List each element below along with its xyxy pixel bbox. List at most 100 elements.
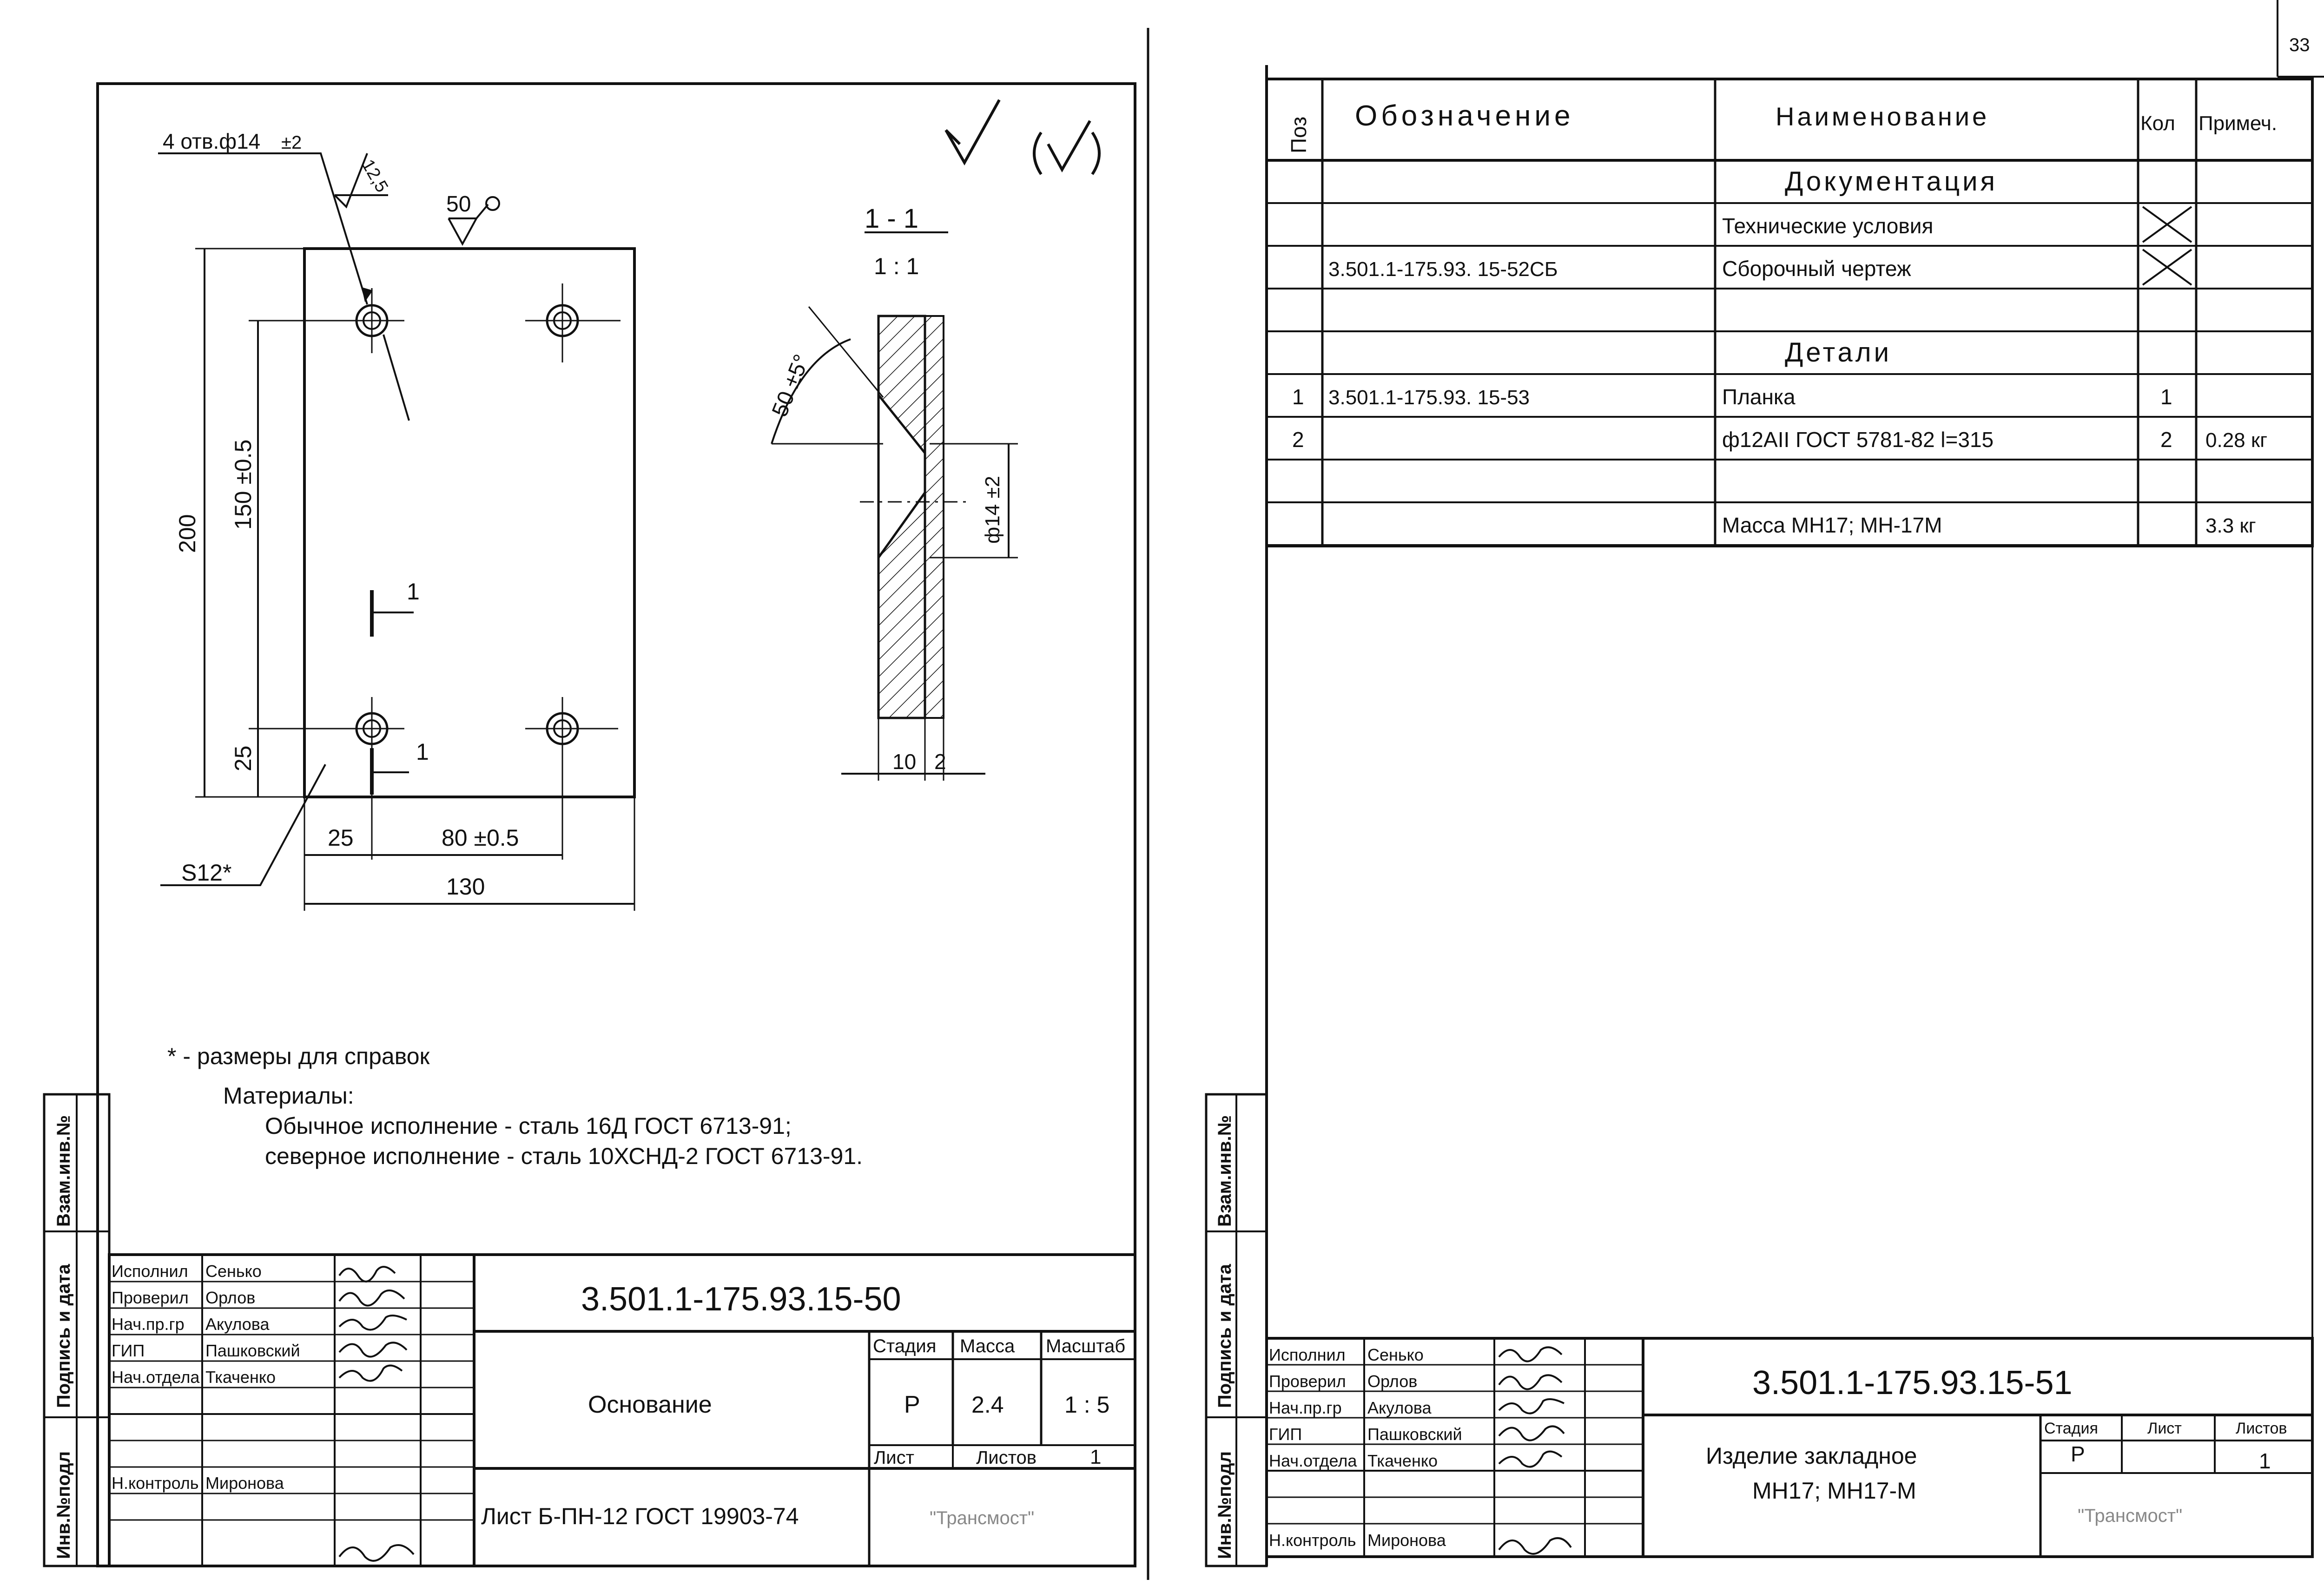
title-role: Нач.отдела bbox=[112, 1368, 200, 1387]
hole-4 bbox=[525, 697, 618, 762]
header-designation: Обозначение bbox=[1355, 100, 1574, 132]
right-margin-inv-label: Инв.№подл bbox=[1215, 1451, 1235, 1559]
materials-line-2: северное исполнение - сталь 10ХСНД-2 ГОС… bbox=[265, 1143, 863, 1169]
spec-cell-name: Детали bbox=[1785, 337, 1892, 368]
right-title-block bbox=[1265, 1337, 2314, 1558]
right-doc-code: 3.501.1-175.93.15-51 bbox=[1752, 1364, 2073, 1401]
spec-cell-name: ф12АII ГОСТ 5781-82 l=315 bbox=[1722, 428, 1994, 452]
title-person-name: Ткаченко bbox=[205, 1368, 276, 1387]
mass-value: 2.4 bbox=[971, 1392, 1004, 1418]
right-signatures bbox=[1498, 1346, 1572, 1555]
spec-cell-name: Сборочный чертеж bbox=[1722, 257, 1911, 281]
right-stage-value: Р bbox=[2071, 1442, 2085, 1466]
title-person-name: Акулова bbox=[205, 1315, 270, 1334]
left-org-stamp: "Трансмост" bbox=[930, 1508, 1034, 1528]
title-person-name: Акулова bbox=[1367, 1398, 1432, 1417]
header-note: Примеч. bbox=[2199, 112, 2277, 135]
right-sheet-label: Лист bbox=[2147, 1420, 2182, 1437]
title-role: Н.контроль bbox=[1269, 1531, 1356, 1550]
section-scale: 1 : 1 bbox=[874, 253, 919, 279]
right-doc-name-1: Изделие закладное bbox=[1706, 1443, 1917, 1469]
dim-25-vertical-label: 25 bbox=[230, 745, 256, 771]
title-person-name: Пашковский bbox=[205, 1341, 300, 1360]
spec-cell-designation: 3.501.1-175.93. 15-52СБ bbox=[1328, 258, 1558, 281]
spec-table-grid bbox=[1265, 78, 2314, 547]
materials-title: Материалы: bbox=[223, 1083, 354, 1109]
right-margin-strip bbox=[1205, 1093, 1268, 1567]
roughness-mark-1 bbox=[334, 153, 368, 209]
format-note: Лист Б-ПН-12 ГОСТ 19903-74 bbox=[481, 1503, 799, 1529]
header-name: Наименование bbox=[1776, 102, 1989, 131]
hole-dia-label: ф14 ±2 bbox=[981, 476, 1004, 544]
cross-mark bbox=[2142, 249, 2192, 286]
cross-mark bbox=[2142, 206, 2192, 243]
title-role: ГИП bbox=[112, 1341, 145, 1360]
hole-callout: 4 отв.ф14 bbox=[163, 129, 260, 153]
title-person-name: Сенько bbox=[205, 1262, 262, 1281]
dim-80-label: 80 ±0.5 bbox=[442, 825, 519, 851]
left-title-block bbox=[108, 1253, 1136, 1567]
spec-cell-qty: 2 bbox=[2160, 428, 2172, 452]
plate-outline bbox=[303, 247, 636, 798]
title-role: Проверил bbox=[112, 1288, 189, 1307]
sheets-value: 1 bbox=[1090, 1446, 1101, 1468]
spec-cell-pos: 1 bbox=[1292, 385, 1304, 409]
header-qty: Кол bbox=[2140, 112, 2175, 135]
title-role: Проверил bbox=[1269, 1372, 1346, 1391]
hole-2 bbox=[525, 283, 621, 362]
roughness-mark-2 bbox=[448, 217, 478, 246]
title-role: Нач.пр.гр bbox=[1269, 1398, 1342, 1417]
spec-cell-name: Планка bbox=[1722, 385, 1796, 409]
scale-label: Масштаб bbox=[1046, 1336, 1125, 1356]
dim-200-label: 200 bbox=[174, 514, 200, 553]
title-role: ГИП bbox=[1269, 1425, 1302, 1444]
spec-cell-note: 0.28 кг bbox=[2205, 429, 2267, 452]
section-title: 1 - 1 bbox=[865, 204, 918, 234]
materials-line-1: Обычное исполнение - сталь 16Д ГОСТ 6713… bbox=[265, 1113, 792, 1139]
left-doc-code: 3.501.1-175.93.15-50 bbox=[581, 1281, 901, 1318]
title-role: Н.контроль bbox=[112, 1474, 199, 1493]
stage-value: Р bbox=[904, 1391, 920, 1418]
spec-cell-qty: 1 bbox=[2160, 385, 2172, 409]
roughness-general-icon bbox=[944, 99, 1101, 175]
angle-arc bbox=[771, 338, 851, 444]
hole-tolerance: ±2 bbox=[281, 132, 302, 153]
margin-inv-label: Инв.№подл bbox=[53, 1451, 74, 1559]
dim-130-label: 130 bbox=[446, 874, 485, 900]
thickness-label: S12* bbox=[181, 860, 231, 886]
right-sheet bbox=[1205, 0, 2324, 1567]
spec-cell-name: Технические условия bbox=[1722, 214, 1933, 238]
right-margin-sign-label: Подпись и дата bbox=[1215, 1263, 1235, 1408]
dim-150-label: 150 ±0.5 bbox=[230, 440, 256, 530]
spec-cell-note: 3.3 кг bbox=[2205, 514, 2256, 537]
hole-leader bbox=[158, 152, 368, 305]
section-view bbox=[860, 315, 967, 719]
right-margin-replace-label: Взам.инв.№ bbox=[1215, 1115, 1235, 1227]
title-role: Исполнил bbox=[112, 1262, 188, 1281]
header-pos: Поз bbox=[1287, 117, 1311, 153]
dim-10-label: 10 bbox=[892, 750, 916, 774]
spec-row-lines bbox=[1267, 202, 2312, 546]
mass-label: Масса bbox=[960, 1336, 1015, 1356]
cut-mark-bottom-label: 1 bbox=[416, 739, 429, 765]
sheets-label: Листов bbox=[976, 1447, 1037, 1468]
title-person-name: Орлов bbox=[1367, 1372, 1417, 1391]
spec-cell-name: Масса МН17; МН-17М bbox=[1722, 513, 1942, 537]
thickness-leader bbox=[160, 764, 326, 886]
title-role: Исполнил bbox=[1269, 1345, 1346, 1364]
right-org-stamp: "Трансмост" bbox=[2078, 1506, 2182, 1526]
title-person-name: Пашковский bbox=[1367, 1425, 1462, 1444]
roughness-2-label: 50 bbox=[446, 192, 471, 217]
dim-25-horizontal-label: 25 bbox=[328, 825, 354, 851]
title-role: Нач.отдела bbox=[1269, 1451, 1357, 1470]
spec-cell-pos: 2 bbox=[1292, 428, 1304, 452]
margin-sign-label: Подпись и дата bbox=[53, 1263, 74, 1408]
spec-crosses bbox=[2142, 206, 2192, 286]
left-signatures bbox=[338, 1266, 415, 1562]
right-stage-label: Стадия bbox=[2044, 1420, 2098, 1437]
margin-replace-label: Взам.инв.№ bbox=[53, 1115, 74, 1227]
title-person-name: Миронова bbox=[205, 1474, 284, 1493]
stage-label: Стадия bbox=[873, 1336, 936, 1356]
